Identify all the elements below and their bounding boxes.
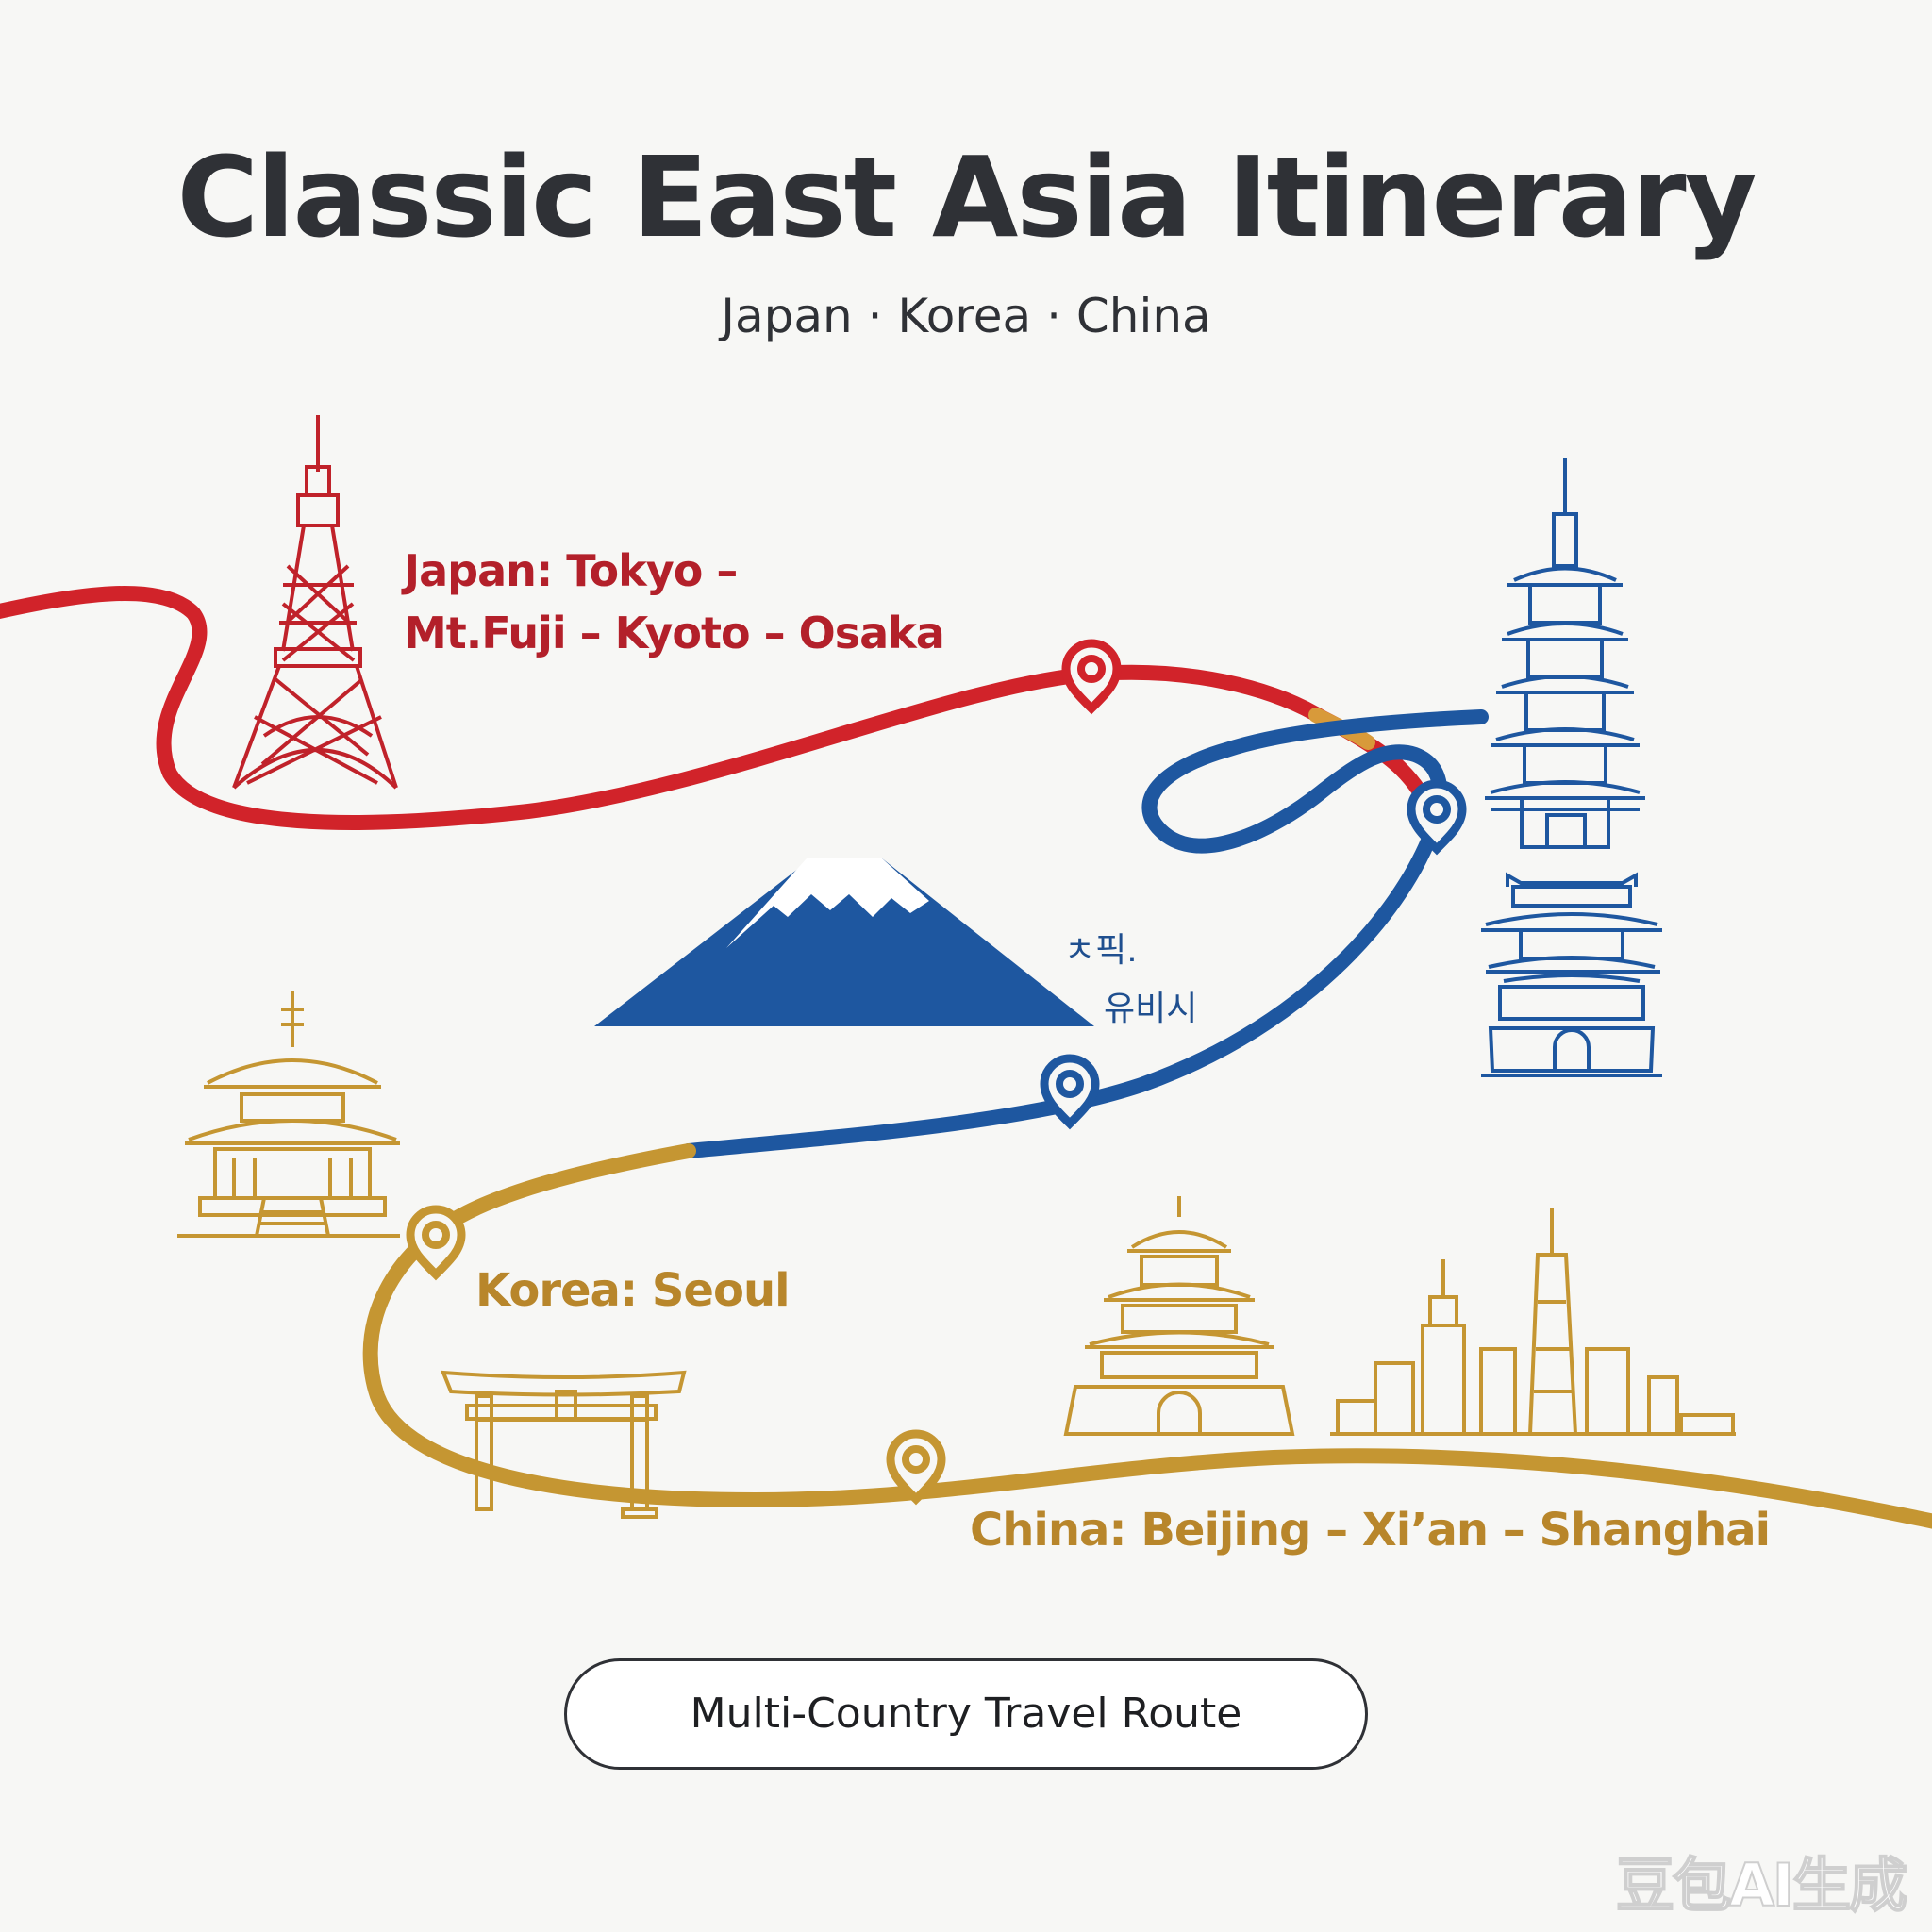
location-pin-icon[interactable] — [1040, 1054, 1100, 1130]
watermark-text: 豆包AI生成 — [1615, 1850, 1908, 1921]
route-pins — [406, 639, 1467, 1506]
japan-route-label: Japan: Tokyo – Mt.Fuji – Kyoto – Osaka — [404, 540, 945, 664]
torii-gate-icon — [440, 1370, 687, 1519]
japan-route-label-line2: Mt.Fuji – Kyoto – Osaka — [404, 608, 945, 658]
korea-route-label: Korea: Seoul — [475, 1264, 791, 1317]
route-lines — [0, 586, 1932, 1529]
mount-fuji-icon — [594, 858, 1094, 1026]
page-subtitle: Japan · Korea · China — [721, 289, 1211, 343]
korean-palace-icon — [177, 991, 400, 1238]
beijing-gate-icon — [1063, 1196, 1295, 1436]
route-type-pill: Multi-Country Travel Route — [564, 1658, 1368, 1770]
korean-text-1: ㅊ픽. — [1064, 931, 1138, 970]
location-pin-icon[interactable] — [1061, 639, 1122, 715]
japan-route-label-line1: Japan: Tokyo – — [404, 545, 738, 596]
page-title: Classic East Asia Itinerary — [176, 132, 1757, 262]
tokyo-tower-icon — [232, 415, 398, 790]
china-route-line — [362, 1143, 1932, 1529]
palace-gate-icon — [1481, 872, 1662, 1077]
shanghai-skyline-icon — [1330, 1208, 1736, 1436]
pagoda-icon — [1485, 458, 1645, 849]
location-pin-icon[interactable] — [1407, 779, 1467, 856]
korean-text-2: 유비시 — [1104, 990, 1198, 1028]
china-route-label: China: Beijing – Xi’an – Shanghai — [970, 1504, 1771, 1557]
location-pin-icon[interactable] — [406, 1205, 466, 1281]
location-pin-icon[interactable] — [886, 1429, 946, 1506]
